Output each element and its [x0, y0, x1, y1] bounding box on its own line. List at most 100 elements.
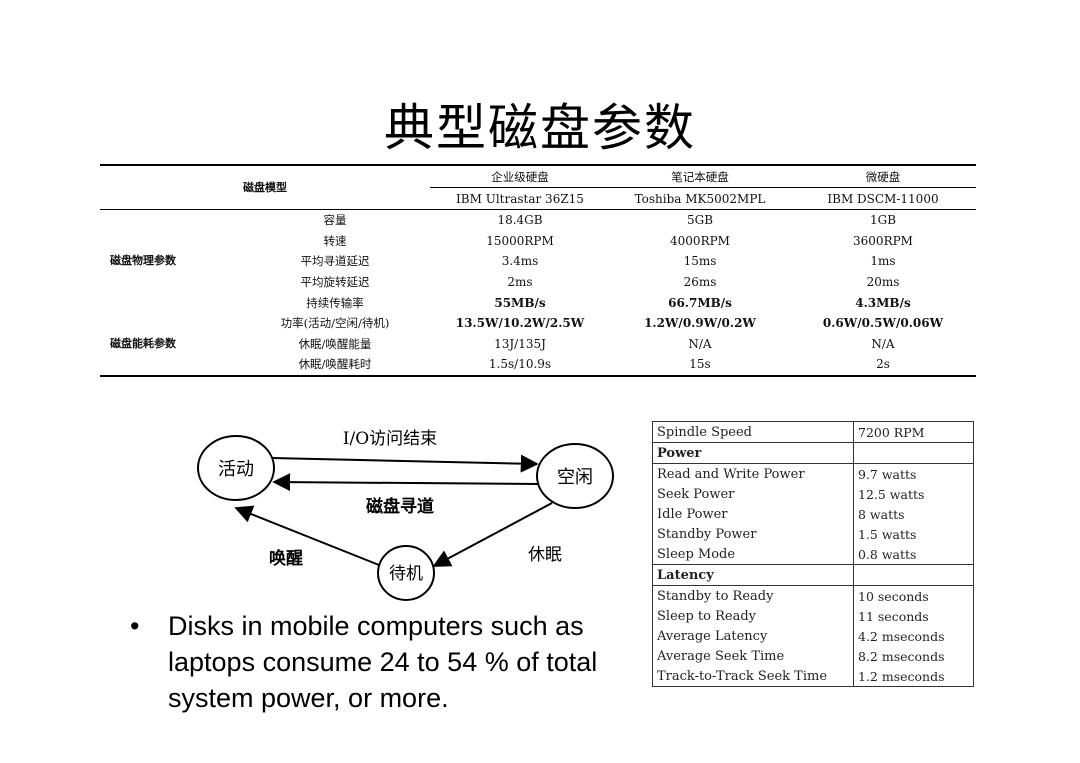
bullet-text: Disks in mobile computers such as laptop…: [168, 611, 598, 713]
param-label: 平均旋转延迟: [300, 275, 370, 290]
param-label: 平均寻道延迟: [300, 254, 370, 269]
spec-row: Standby to Ready 10 seconds: [652, 585, 974, 606]
spec-row: Track-to-Track Seek Time 1.2 mseconds: [652, 666, 974, 687]
value-cell: 4.3MB/s: [855, 295, 911, 310]
spec-label: Standby to Ready: [652, 585, 854, 606]
model-label: 磁盘模型: [100, 164, 430, 210]
value-cell: 1ms: [870, 254, 896, 269]
spec-value: 9.7 watts: [853, 463, 974, 484]
power-state-diagram: 活动 空闲 待机 I/O访问结束 磁盘寻道 唤醒 休眠: [197, 429, 614, 601]
spec-row: Read and Write Power 9.7 watts: [652, 463, 974, 484]
category-micro: 微硬盘: [790, 164, 976, 188]
param-label: 功率(活动/空闲/待机): [280, 316, 390, 331]
spec-value: 10 seconds: [853, 585, 974, 606]
param-label: 休眠/唤醒能量: [298, 336, 372, 351]
spec-value: 4.2 mseconds: [853, 626, 974, 646]
arrow-idle-to-standby: [432, 502, 553, 567]
model-laptop: Toshiba MK5002MPL: [610, 187, 790, 210]
param-label: 转速: [323, 233, 347, 248]
spec-row: Seek Power 12.5 watts: [652, 484, 974, 504]
spec-label: Average Seek Time: [652, 646, 854, 666]
spec-row: Average Seek Time 8.2 mseconds: [652, 646, 974, 666]
spec-label: Seek Power: [652, 484, 854, 504]
disk-parameter-table: 磁盘模型 企业级硬盘 笔记本硬盘 微硬盘 IBM Ultrastar 36Z15…: [100, 164, 976, 377]
spec-label: Read and Write Power: [652, 463, 854, 484]
state-idle-node: 空闲: [536, 443, 614, 509]
category-laptop: 笔记本硬盘: [610, 164, 790, 188]
value-cell: 13J/135J: [494, 336, 546, 351]
spec-label: Sleep Mode: [652, 544, 854, 565]
param-label: 休眠/唤醒耗时: [240, 354, 430, 377]
spec-row: Average Latency 4.2 mseconds: [652, 626, 974, 646]
spec-label: Idle Power: [652, 504, 854, 524]
spec-row: Idle Power 8 watts: [652, 504, 974, 524]
value-cell: 3600RPM: [853, 233, 913, 248]
table-row: 平均寻道延迟 3.4ms 15ms 1ms: [100, 251, 976, 272]
value-cell: 66.7MB/s: [668, 295, 732, 310]
value-cell: 15s: [610, 354, 790, 377]
table-row: 转速 15000RPM 4000RPM 3600RPM: [100, 231, 976, 252]
spec-value: 0.8 watts: [853, 544, 974, 565]
state-active-label: 活动: [218, 459, 254, 480]
table-row: 磁盘物理参数 容量 18.4GB 5GB 1GB: [100, 210, 976, 267]
value-cell: 18.4GB: [497, 213, 543, 228]
spec-row-spindle: Spindle Speed 7200 RPM: [652, 421, 974, 443]
spec-section-header: Latency: [652, 564, 854, 586]
label-sleep: 休眠: [528, 545, 562, 565]
arrow-standby-to-active: [234, 505, 380, 566]
bullet-marker: •: [130, 611, 140, 641]
spec-section-power: Power: [652, 442, 974, 464]
state-idle-label: 空闲: [557, 467, 593, 488]
state-standby-node: 待机: [377, 545, 435, 601]
value-cell: 20ms: [866, 275, 900, 290]
table-row: 平均旋转延迟 2ms 26ms 20ms: [100, 272, 976, 293]
group-energy: 磁盘能耗参数: [110, 336, 176, 350]
spec-value: 12.5 watts: [853, 484, 974, 504]
spec-row: Standby Power 1.5 watts: [652, 524, 974, 544]
value-cell: 1.2W/0.9W/0.2W: [644, 316, 756, 331]
value-cell: 2ms: [507, 275, 533, 290]
value-cell: 3.4ms: [501, 254, 539, 269]
label-seek: 磁盘寻道: [366, 496, 434, 517]
value-cell: 4000RPM: [670, 233, 730, 248]
table-row: 功率(活动/空闲/待机) 13.5W/10.2W/2.5W 1.2W/0.9W/…: [100, 313, 976, 334]
model-micro: IBM DSCM-11000: [790, 187, 976, 210]
state-active-node: 活动: [197, 435, 275, 501]
spec-section-latency: Latency: [652, 564, 974, 586]
table-row: 持续传输率 55MB/s 66.7MB/s 4.3MB/s: [100, 292, 976, 313]
table-header-row: 磁盘模型 企业级硬盘 笔记本硬盘 微硬盘: [100, 164, 976, 210]
spec-row: Sleep to Ready 11 seconds: [652, 606, 974, 626]
spec-row: Sleep Mode 0.8 watts: [652, 544, 974, 565]
bullet-point: • Disks in mobile computers such as lapt…: [130, 608, 630, 716]
param-label: 容量: [323, 213, 347, 228]
table-model-row: IBM Ultrastar 36Z15 Toshiba MK5002MPL IB…: [100, 187, 976, 210]
spec-label: Sleep to Ready: [652, 606, 854, 626]
value-cell: 0.6W/0.5W/0.06W: [822, 316, 944, 331]
value-cell: 1.5s/10.9s: [430, 354, 610, 377]
arrow-active-to-idle: [271, 454, 539, 473]
value-cell: 55MB/s: [494, 295, 546, 310]
spec-value: 1.5 watts: [853, 524, 974, 544]
category-enterprise: 企业级硬盘: [430, 164, 610, 188]
spec-value: 8 watts: [853, 504, 974, 524]
param-label: 持续传输率: [306, 295, 364, 310]
value-cell: 1GB: [869, 213, 897, 228]
label-io-end: I/O访问结束: [343, 429, 437, 449]
spec-section-header: Power: [652, 442, 854, 464]
model-enterprise: IBM Ultrastar 36Z15: [430, 187, 610, 210]
value-cell: N/A: [871, 336, 895, 351]
spec-label: Average Latency: [652, 626, 854, 646]
label-wakeup: 唤醒: [269, 548, 303, 569]
slide-title: 典型磁盘参数: [384, 99, 696, 157]
state-standby-label: 待机: [389, 564, 423, 584]
value-cell: N/A: [688, 336, 712, 351]
value-cell: 15000RPM: [486, 233, 554, 248]
value-cell: 5GB: [686, 213, 714, 228]
spec-value: 7200 RPM: [853, 421, 974, 443]
table-row: 休眠/唤醒耗时 1.5s/10.9s 15s 2s: [100, 354, 976, 377]
spec-value: 1.2 mseconds: [853, 666, 974, 687]
group-physical: 磁盘物理参数: [110, 254, 176, 268]
spec-value: 8.2 mseconds: [853, 646, 974, 666]
spec-value: 11 seconds: [853, 606, 974, 626]
value-cell: 15ms: [683, 254, 717, 269]
